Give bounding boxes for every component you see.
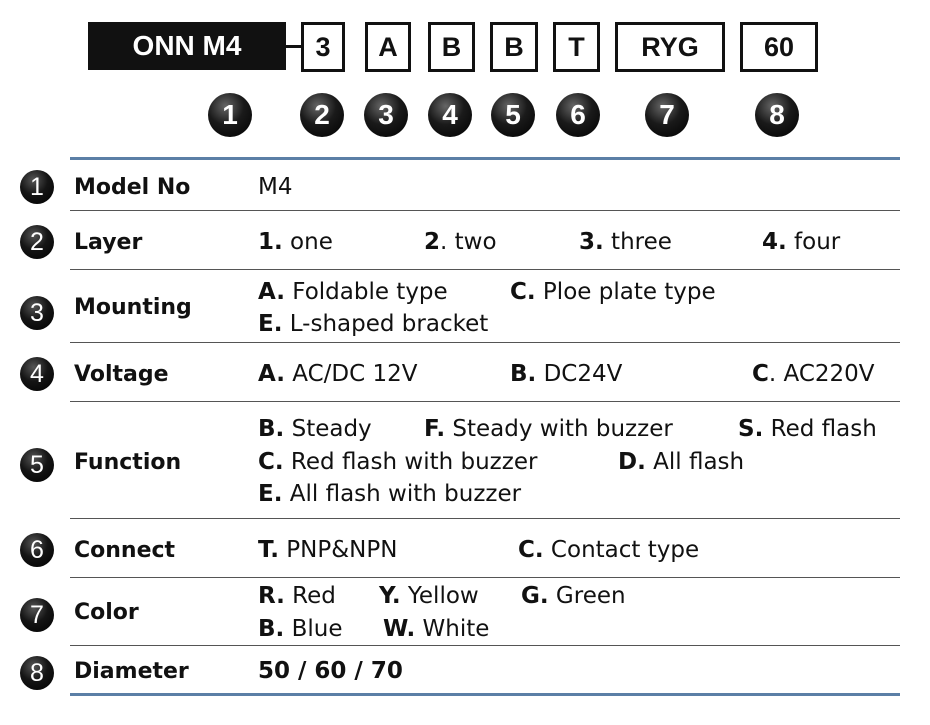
row-option: Y. Yellow — [379, 583, 479, 609]
row-number-badge: 1 — [20, 170, 54, 204]
row-divider — [70, 518, 900, 519]
row-divider — [70, 210, 900, 211]
row-option: E. L-shaped bracket — [258, 311, 489, 337]
row-divider — [70, 645, 900, 646]
row-label: Color — [74, 600, 139, 625]
row-option: A. AC/DC 12V — [258, 361, 418, 387]
row-label: Mounting — [74, 295, 192, 320]
code-box-voltage: B — [428, 22, 475, 72]
row-option: T. PNP&NPN — [258, 537, 398, 563]
table-top-border — [70, 157, 900, 160]
row-option: B. Steady — [258, 416, 372, 442]
row-label: Diameter — [74, 659, 189, 684]
row-divider — [70, 577, 900, 578]
row-option: 1. one — [258, 229, 333, 255]
row-value: M4 — [258, 174, 293, 200]
table-bottom-border — [70, 693, 900, 696]
code-connector — [285, 45, 301, 48]
row-label: Layer — [74, 230, 143, 255]
row-number-badge: 4 — [20, 357, 54, 391]
row-option: E. All flash with buzzer — [258, 481, 522, 507]
row-option: 2. two — [424, 229, 497, 255]
code-number-3: 3 — [364, 93, 408, 137]
code-number-2: 2 — [300, 93, 344, 137]
code-number-6: 6 — [556, 93, 600, 137]
code-box-color: RYG — [615, 22, 725, 72]
code-number-5: 5 — [491, 93, 535, 137]
code-box-layer: 3 — [301, 22, 345, 72]
row-number-badge: 5 — [20, 448, 54, 482]
row-divider — [70, 342, 900, 343]
row-option: R. Red — [258, 583, 336, 609]
code-box-connect: T — [553, 22, 600, 72]
code-number-7: 7 — [645, 93, 689, 137]
row-option: D. All flash — [618, 449, 745, 475]
row-option: F. Steady with buzzer — [424, 416, 673, 442]
code-number-8: 8 — [755, 93, 799, 137]
row-option: S. Red flash — [738, 416, 877, 442]
code-box-diameter: 60 — [740, 22, 818, 72]
code-number-1: 1 — [208, 93, 252, 137]
row-option: C. Contact type — [518, 537, 700, 563]
row-option: A. Foldable type — [258, 279, 448, 305]
code-model-box: ONN M4 — [88, 22, 286, 70]
code-box-mounting: A — [365, 22, 411, 72]
row-option: 3. three — [579, 229, 672, 255]
row-option: C. AC220V — [752, 361, 875, 387]
row-option: B. DC24V — [510, 361, 623, 387]
code-box-function: B — [490, 22, 538, 72]
row-option: 4. four — [762, 229, 841, 255]
row-option: G. Green — [521, 583, 626, 609]
code-number-4: 4 — [428, 93, 472, 137]
row-number-badge: 3 — [20, 296, 54, 330]
row-number-badge: 2 — [20, 225, 54, 259]
row-number-badge: 7 — [20, 598, 54, 632]
order-code: ONN M4 3 A B B T RYG 60 1 2 3 4 5 6 7 8 — [0, 22, 930, 142]
row-option: C. Red flash with buzzer — [258, 449, 538, 475]
row-number-badge: 8 — [20, 656, 54, 690]
row-label: Model No — [74, 175, 191, 200]
row-number-badge: 6 — [20, 533, 54, 567]
row-option: B. Blue — [258, 616, 343, 642]
row-option: C. Ploe plate type — [510, 279, 716, 305]
row-label: Function — [74, 450, 182, 475]
row-label: Connect — [74, 538, 176, 563]
row-label: Voltage — [74, 362, 169, 387]
row-option: W. White — [383, 616, 490, 642]
row-divider — [70, 269, 900, 270]
row-divider — [70, 401, 900, 402]
row-value: 50 / 60 / 70 — [258, 658, 403, 684]
